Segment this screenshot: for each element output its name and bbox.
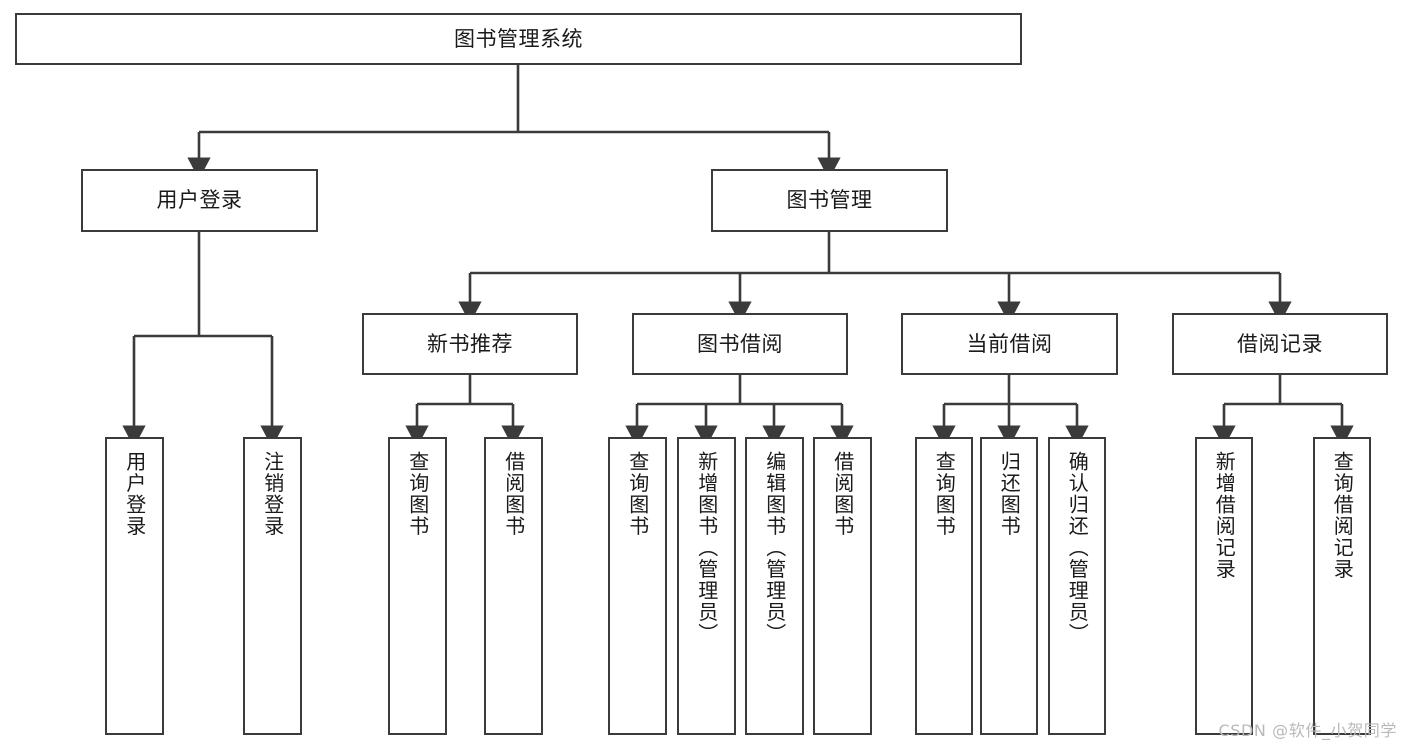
node-label: 编辑图书（管理员） bbox=[762, 451, 787, 645]
connector-current-borrow-to-leaves bbox=[932, 375, 1089, 448]
watermark-label: CSDN @软件_小贺同学 bbox=[1218, 721, 1397, 740]
leaf-node-leaf-logout[interactable]: 注销登录 bbox=[243, 437, 302, 735]
level2-node-user-login[interactable]: 用户登录 bbox=[81, 169, 318, 232]
node-label: 查询图书 bbox=[625, 451, 650, 537]
node-label: 查询图书 bbox=[932, 451, 957, 537]
leaf-node-leaf-borrow-book-rec[interactable]: 借阅图书 bbox=[484, 437, 543, 735]
node-label: 确认归还（管理员） bbox=[1065, 451, 1090, 645]
node-label: 图书管理 bbox=[786, 188, 873, 213]
node-label: 图书管理系统 bbox=[454, 26, 583, 51]
leaf-node-leaf-add-book[interactable]: 新增图书（管理员） bbox=[677, 437, 736, 735]
node-label: 借阅图书 bbox=[501, 451, 526, 537]
node-label: 新增图书（管理员） bbox=[694, 451, 719, 645]
level3-node-new-book-rec[interactable]: 新书推荐 bbox=[362, 313, 578, 375]
connector-root-to-level2 bbox=[187, 65, 841, 180]
leaf-node-leaf-add-record[interactable]: 新增借阅记录 bbox=[1195, 437, 1253, 735]
connector-borrow-record-to-leaves bbox=[1212, 375, 1354, 448]
node-label: 归还图书 bbox=[997, 451, 1022, 537]
leaf-node-leaf-return-book[interactable]: 归还图书 bbox=[980, 437, 1038, 735]
leaf-node-leaf-query-record[interactable]: 查询借阅记录 bbox=[1313, 437, 1371, 735]
node-label: 用户登录 bbox=[156, 188, 243, 213]
leaf-node-leaf-edit-book[interactable]: 编辑图书（管理员） bbox=[745, 437, 804, 735]
leaf-node-leaf-query-book-bb[interactable]: 查询图书 bbox=[608, 437, 667, 735]
node-label: 当前借阅 bbox=[966, 331, 1053, 356]
connector-new-book-rec-to-leaves bbox=[405, 375, 525, 448]
level2-node-book-manage[interactable]: 图书管理 bbox=[711, 169, 948, 232]
leaf-node-leaf-user-login[interactable]: 用户登录 bbox=[105, 437, 164, 735]
level3-node-current-borrow[interactable]: 当前借阅 bbox=[901, 313, 1118, 375]
connector-book-manage-to-level3 bbox=[458, 232, 1292, 324]
node-label: 查询图书 bbox=[405, 451, 430, 537]
leaf-node-leaf-query-book-rec[interactable]: 查询图书 bbox=[388, 437, 447, 735]
node-label: 借阅记录 bbox=[1237, 331, 1323, 356]
node-label: 查询借阅记录 bbox=[1330, 451, 1355, 580]
level3-node-book-borrow[interactable]: 图书借阅 bbox=[632, 313, 848, 375]
node-label: 新增借阅记录 bbox=[1212, 451, 1237, 580]
level3-node-borrow-record[interactable]: 借阅记录 bbox=[1172, 313, 1388, 375]
node-label: 注销登录 bbox=[260, 451, 285, 537]
leaf-node-leaf-query-book-cb[interactable]: 查询图书 bbox=[915, 437, 973, 735]
leaf-node-leaf-borrow-book-bb[interactable]: 借阅图书 bbox=[813, 437, 872, 735]
node-label: 借阅图书 bbox=[830, 451, 855, 537]
connector-user-login-to-leaves bbox=[122, 232, 284, 448]
node-label: 新书推荐 bbox=[427, 331, 513, 356]
node-label: 用户登录 bbox=[122, 451, 147, 537]
node-label: 图书借阅 bbox=[697, 331, 783, 356]
root-node-root[interactable]: 图书管理系统 bbox=[15, 13, 1022, 65]
connector-lines bbox=[122, 65, 1354, 448]
leaf-node-leaf-confirm-return[interactable]: 确认归还（管理员） bbox=[1048, 437, 1106, 735]
connector-book-borrow-to-leaves bbox=[625, 375, 854, 448]
